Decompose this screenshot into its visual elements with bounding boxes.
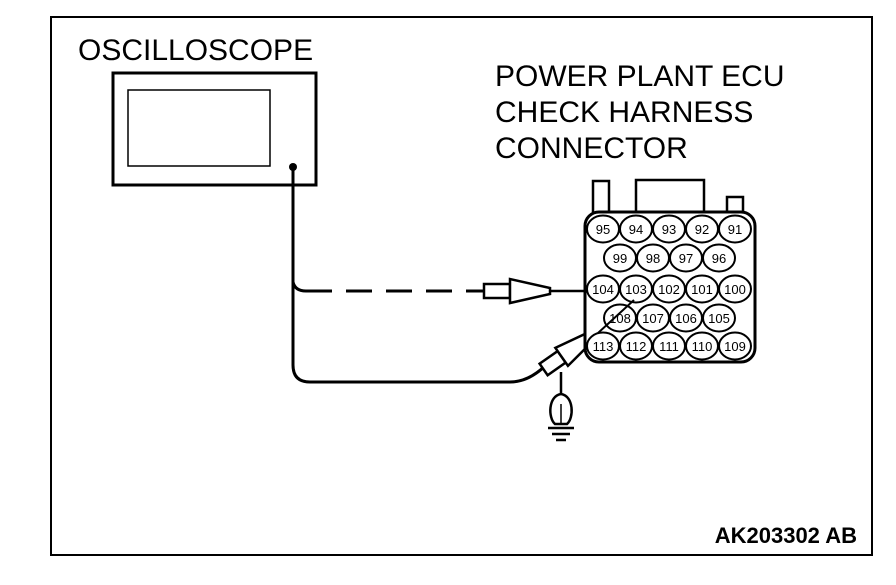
oscilloscope-label: OSCILLOSCOPE [78, 34, 313, 67]
connector-pin: 110 [685, 331, 719, 361]
connector-pin: 105 [702, 303, 736, 333]
connector-pin-label: 109 [724, 339, 746, 354]
probe-lead-solid [291, 167, 547, 384]
connector-pin-label: 92 [695, 222, 709, 237]
connector-pin-label: 104 [592, 282, 614, 297]
connector-pin: 97 [669, 243, 703, 273]
connector-pin: 96 [702, 243, 736, 273]
connector-pin: 92 [685, 214, 719, 244]
connector-pin: 109 [718, 331, 752, 361]
connector-pin: 113 [586, 331, 620, 361]
connector-pin-label: 111 [659, 339, 679, 354]
connector-label-line3: CONNECTOR [495, 132, 688, 165]
connector-pin-label: 91 [728, 222, 742, 237]
connector-label-line2: CHECK HARNESS [495, 96, 753, 129]
connector-pin-label: 108 [609, 311, 631, 326]
oscilloscope-screen [127, 89, 271, 167]
probe-lead-dashed [291, 281, 307, 293]
connector-pin: 94 [619, 214, 653, 244]
connector-pin-label: 98 [646, 251, 660, 266]
connector-pin: 91 [718, 214, 752, 244]
connector-pin-label: 99 [613, 251, 627, 266]
connector-pin: 102 [652, 274, 686, 304]
connector-pin-label: 112 [626, 339, 647, 354]
connector-pin-label: 106 [675, 311, 697, 326]
connector-pin: 100 [718, 274, 752, 304]
connector-pin: 107 [636, 303, 670, 333]
connector-pin-outline [718, 214, 752, 244]
oscilloscope [111, 71, 318, 187]
connector-pin: 106 [669, 303, 703, 333]
probe-icon [482, 277, 600, 305]
connector-pin: 93 [652, 214, 686, 244]
connector-pin-label: 96 [712, 251, 726, 266]
connector-pin-label: 105 [708, 311, 730, 326]
connector-pin: 104 [586, 274, 620, 304]
connector-pin-label: 100 [724, 282, 746, 297]
connector-pin-label: 95 [596, 222, 610, 237]
clip-pointer [597, 299, 635, 334]
connector-pin-label: 101 [691, 282, 713, 297]
connector-key [634, 178, 706, 214]
connector-pins: 95 94 93 92 91 99 98 97 96 104 103 102 101 100 108 107 1… [586, 214, 752, 361]
connector-pin: 95 [586, 214, 620, 244]
connector-pin-label: 102 [658, 282, 680, 297]
connector-pin-label: 94 [629, 222, 643, 237]
connector-pin-label: 93 [662, 222, 676, 237]
connector-pin-label: 103 [625, 282, 647, 297]
connector-pin: 98 [636, 243, 670, 273]
connector-pin: 99 [603, 243, 637, 273]
connector-pin: 111 [652, 331, 686, 361]
connector-pin: 101 [685, 274, 719, 304]
connector-pin-outline [702, 303, 736, 333]
connector-pin-outline [718, 274, 752, 304]
connector-pin-label: 110 [692, 339, 713, 354]
connector-label-line1: POWER PLANT ECU [495, 60, 785, 93]
connector-tab-left [591, 179, 611, 215]
power-plant-ecu-check-harness-connector: 95 94 93 92 91 99 98 97 96 104 103 102 101 100 108 107 1… [583, 178, 757, 364]
ground-icon [548, 372, 574, 442]
connector-pin-outline [718, 331, 752, 361]
connector-pin-label: 107 [642, 311, 664, 326]
connector-pin: 112 [619, 331, 653, 361]
connector-pin-label: 97 [679, 251, 693, 266]
connector-pin-label: 113 [593, 339, 614, 354]
figure-code: AK203302 AB [715, 523, 857, 548]
connector-pin-outline [702, 243, 736, 273]
connector-pin: 108 [603, 303, 637, 333]
connector-pin: 103 [619, 274, 653, 304]
